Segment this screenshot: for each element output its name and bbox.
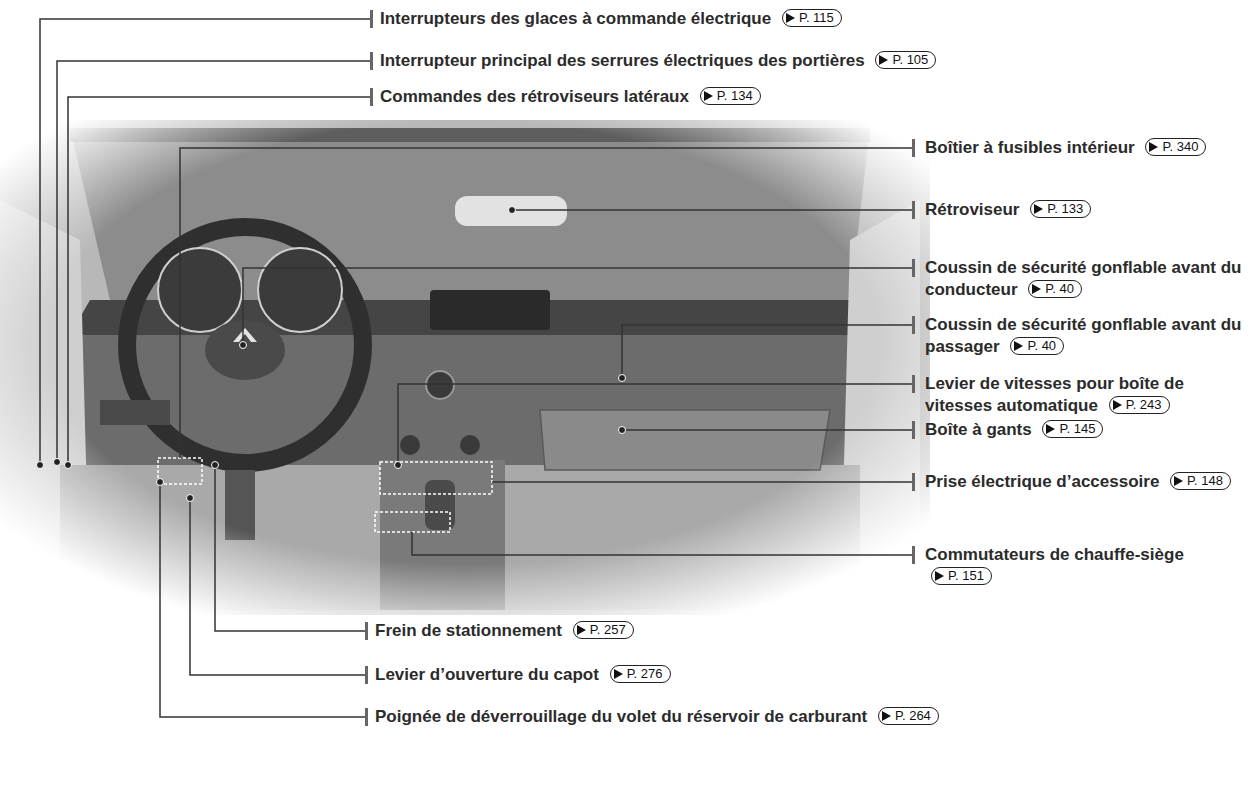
page-reference: P. 115 (799, 10, 834, 26)
reference-arrow (882, 711, 891, 721)
callout-label: Boîte à gants P. 145 (925, 419, 1255, 441)
part-name: Levier d’ouverture du capot (375, 665, 599, 684)
reference-arrow (879, 55, 888, 65)
page-reference: P. 257 (590, 622, 626, 638)
page-reference: P. 40 (1045, 281, 1074, 297)
callout-label: Interrupteurs des glaces à commande élec… (380, 8, 842, 30)
page-reference-badge: P. 134 (700, 87, 761, 105)
page-reference-badge: P. 340 (1145, 138, 1206, 156)
reference-arrow (1174, 476, 1183, 486)
reference-arrow (1046, 424, 1055, 434)
callout-label: Boîtier à fusibles intérieur P. 340 (925, 137, 1255, 159)
page-reference-badge: P. 276 (610, 665, 671, 683)
callout-bars (365, 10, 915, 726)
reference-arrow (577, 625, 586, 635)
part-name: Prise électrique d’accessoire (925, 472, 1159, 491)
page-reference: P. 264 (895, 708, 931, 724)
reference-arrow (1034, 204, 1043, 214)
reference-arrow (704, 91, 713, 101)
page-reference: P. 105 (892, 52, 928, 68)
page-reference: P. 40 (1027, 338, 1056, 354)
part-name: Commutateurs de chauffe-siège (925, 545, 1184, 564)
page-reference: P. 243 (1126, 397, 1162, 413)
page-reference-badge: P. 115 (782, 9, 842, 27)
callout-label: Commutateurs de chauffe-siège P. 151 (925, 544, 1255, 588)
reference-arrow (614, 669, 623, 679)
callout-label: Prise électrique d’accessoire P. 148 (925, 471, 1255, 493)
reference-arrow (786, 13, 795, 23)
callout-label: Interrupteur principal des serrures élec… (380, 50, 936, 72)
callout-label: Commandes des rétroviseurs latéraux P. 1… (380, 86, 761, 108)
part-name: Boîte à gants (925, 420, 1032, 439)
part-name: Poignée de déverrouillage du volet du ré… (375, 707, 867, 726)
page-reference-badge: P. 264 (878, 707, 939, 725)
page-reference-badge: P. 105 (875, 51, 936, 69)
callout-label: Poignée de déverrouillage du volet du ré… (375, 706, 939, 728)
callout-label: Levier de vitesses pour boîte de vitesse… (925, 373, 1255, 417)
page-reference: P. 151 (948, 568, 984, 584)
reference-arrow (935, 571, 944, 581)
callout-label: Coussin de sécurité gonflable avant du p… (925, 314, 1255, 358)
part-name: Interrupteur principal des serrures élec… (380, 51, 865, 70)
callout-label: Levier d’ouverture du capot P. 276 (375, 664, 671, 686)
part-name: Frein de stationnement (375, 621, 562, 640)
part-name: Interrupteurs des glaces à commande élec… (380, 9, 771, 28)
part-name: Commandes des rétroviseurs latéraux (380, 87, 689, 106)
reference-arrow (1149, 142, 1158, 152)
page-reference: P. 145 (1059, 421, 1095, 437)
page-reference-badge: P. 257 (573, 621, 634, 639)
page-reference-badge: P. 148 (1170, 472, 1231, 490)
callout-label: Rétroviseur P. 133 (925, 199, 1255, 221)
page-reference-badge: P. 145 (1042, 420, 1103, 438)
part-name: Coussin de sécurité gonflable avant du c… (925, 258, 1241, 299)
reference-arrow (1113, 400, 1122, 410)
page-reference: P. 133 (1047, 201, 1083, 217)
page-reference: P. 134 (717, 88, 753, 104)
page-reference: P. 276 (627, 666, 663, 682)
leader-dots (37, 207, 626, 502)
page-reference: P. 148 (1187, 473, 1223, 489)
reference-arrow (1032, 284, 1041, 294)
page-reference: P. 340 (1162, 139, 1198, 155)
part-name: Boîtier à fusibles intérieur (925, 138, 1135, 157)
reference-arrow (1014, 341, 1023, 351)
callout-label: Coussin de sécurité gonflable avant du c… (925, 257, 1255, 301)
page-reference-badge: P. 40 (1028, 280, 1082, 298)
page-reference-badge: P. 40 (1010, 337, 1064, 355)
leader-lines (40, 19, 912, 717)
page-reference-badge: P. 151 (931, 567, 992, 585)
page-reference-badge: P. 133 (1030, 200, 1091, 218)
part-name: Coussin de sécurité gonflable avant du p… (925, 315, 1241, 356)
page-reference-badge: P. 243 (1109, 396, 1170, 414)
part-name: Rétroviseur (925, 200, 1019, 219)
callout-label: Frein de stationnement P. 257 (375, 620, 634, 642)
